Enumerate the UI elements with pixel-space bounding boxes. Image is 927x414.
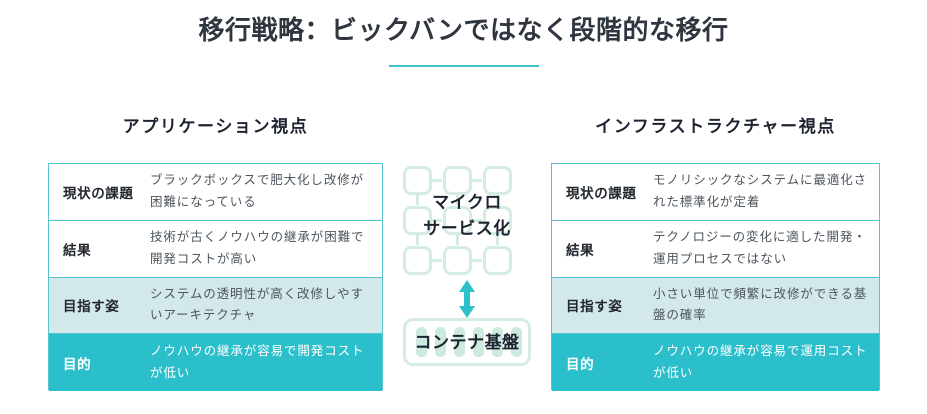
row-label: 結果 [566, 242, 595, 258]
row-description: テクノロジーの変化に適した開発・運用プロセスではない [653, 229, 867, 266]
microservice-connector [496, 195, 499, 205]
table-row: 現状の課題ブラックボックスで肥大化し改修が困難になっている [49, 164, 382, 221]
transition-arrow-wrap [398, 279, 536, 319]
row-label: 現状の課題 [566, 185, 637, 201]
microservice-connector [496, 235, 499, 245]
row-description: ノウハウの継承が容易で開発コストが低い [150, 343, 365, 380]
microservice-connector [416, 195, 419, 205]
container-bar [416, 327, 427, 357]
microservice-node [443, 246, 472, 275]
microservice-connector [456, 235, 459, 245]
microservice-connector [456, 195, 459, 205]
microservice-connector [472, 259, 482, 262]
microservice-connector [432, 219, 442, 222]
microservice-connector [472, 179, 482, 182]
row-label: 目的 [566, 356, 595, 372]
table-row: 結果 技術が古くノウハウの継承が困難で開発コストが高い [49, 221, 382, 278]
microservice-connector [432, 179, 442, 182]
row-description: モノリシックなシステムに最適化された標準化が定着 [653, 173, 868, 209]
right-column-header: インフラストラクチャー視点 [595, 117, 836, 136]
container-platform-illustration [403, 318, 531, 366]
microservice-node [443, 166, 472, 195]
microservices-label-line1: マイクロ [432, 193, 502, 212]
microservice-node [443, 206, 472, 235]
page-title: 移行戦略：ビックバンではなく段階的な移行 [198, 15, 729, 45]
double-headed-arrow-icon [459, 280, 475, 318]
row-label: 結果 [63, 242, 92, 258]
microservice-connector [416, 235, 419, 245]
container-bar [454, 327, 465, 357]
table-row: 目指す姿 小さい単位で頻繁に改修ができる基盤の確率 [552, 277, 879, 335]
table-row: 目指す姿 システムの透明性が高く改修しやすいアーキテクチャ [49, 277, 382, 335]
table-row: 目的 ノウハウの継承が容易で開発コストが低い [49, 334, 382, 391]
row-label: 目指す姿 [63, 299, 120, 315]
microservice-connector [472, 219, 482, 222]
container-bar [511, 327, 522, 357]
infrastructure-perspective-table: 現状の課題モノリシックなシステムに最適化された標準化が定着結果 テクノロジーの変化… [551, 163, 880, 391]
microservice-node [483, 246, 512, 275]
row-description: ブラックボックスで肥大化し改修が困難になっている [150, 173, 365, 209]
center-diagram: マイクロ サービス化 コンテナ基盤 [398, 166, 536, 366]
left-column-header: アプリケーション視点 [122, 117, 309, 136]
microservice-node [403, 246, 432, 275]
microservice-node [403, 206, 432, 235]
table-row: 結果 テクノロジーの変化に適した開発・運用プロセスではない [552, 221, 879, 278]
microservice-connector [432, 259, 442, 262]
microservices-label-line2: サービス化 [423, 218, 511, 238]
container-bar [492, 327, 503, 357]
row-description: 小さい単位で頻繁に改修ができる基盤の確率 [653, 286, 868, 323]
title-underline-rule [388, 64, 539, 67]
microservices-label: マイクロ サービス化 [398, 190, 536, 241]
microservices-grid-illustration [403, 166, 531, 276]
row-description: システムの透明性が高く改修しやすいアーキテクチャ [150, 286, 364, 323]
table-row: 現状の課題モノリシックなシステムに最適化された標準化が定着 [552, 164, 879, 221]
container-platform-label: コンテナ基盤 [414, 333, 520, 352]
table-row: 目的 ノウハウの継承が容易で運用コストが低い [552, 334, 879, 391]
row-label: 目的 [63, 356, 92, 372]
microservice-node [483, 166, 512, 195]
row-description: ノウハウの継承が容易で運用コストが低い [653, 343, 868, 380]
microservice-node [403, 166, 432, 195]
application-perspective-table: 現状の課題ブラックボックスで肥大化し改修が困難になっている結果 技術が古くノウハウ… [48, 163, 383, 391]
row-description: 技術が古くノウハウの継承が困難で開発コストが高い [150, 229, 365, 266]
row-label: 目指す姿 [566, 299, 623, 315]
title-block: 移行戦略：ビックバンではなく段階的な移行 [0, 14, 927, 67]
row-label: 現状の課題 [63, 185, 134, 201]
microservice-node [483, 206, 512, 235]
container-bar [473, 327, 484, 357]
container-bar [435, 327, 446, 357]
